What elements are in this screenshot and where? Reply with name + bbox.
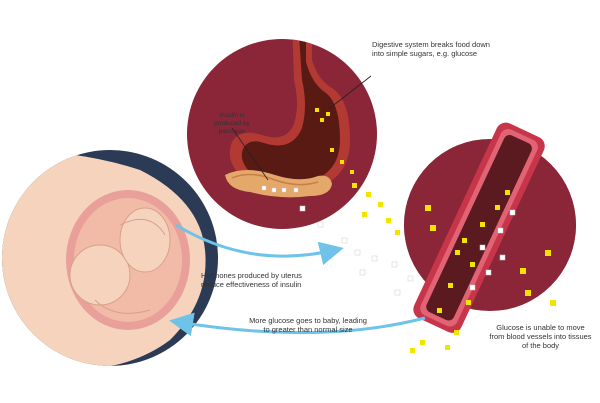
- glucose-to-baby-label: More glucose goes to baby, leading to gr…: [249, 316, 367, 334]
- digestive-label: Digestive system breaks food down into s…: [372, 40, 490, 58]
- glucose-unable-label: Glucose is unable to move from blood ves…: [489, 323, 592, 350]
- pancreas-shape: [225, 170, 332, 198]
- arrow-hormones: [175, 223, 344, 266]
- hormones-label: Hormones produced by uterus reduce effec…: [201, 271, 302, 289]
- pregnancy-circle: [2, 150, 218, 366]
- stomach-circle: [187, 39, 377, 229]
- insulin-label: Insulin is produced by pancreas: [214, 112, 250, 135]
- white-particles: [261, 185, 516, 296]
- glucose-particles: [315, 108, 556, 353]
- blood-vessel-circle: [404, 122, 576, 333]
- arrow-glucose-to-baby: [169, 312, 426, 337]
